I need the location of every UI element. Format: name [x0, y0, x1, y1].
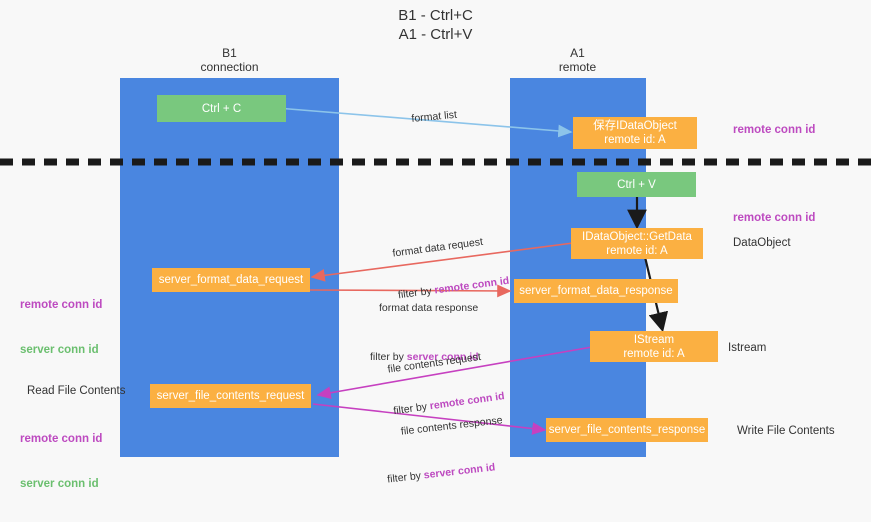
diagram-title-line1: B1 - Ctrl+C	[398, 7, 473, 24]
edge-label-format-data-response-line1: format data response	[379, 302, 479, 314]
lane-header-b1-line1: B1	[222, 46, 237, 60]
left-note-server-conn-id: server conn id	[20, 344, 99, 356]
node-ctrl-v-label: Ctrl + V	[617, 178, 656, 191]
left-note-conn-ids: remote conn id server conn id	[20, 268, 102, 388]
edge-label-file-contents-request-line1: file contents request	[386, 350, 482, 376]
edge-label-file-contents-response: file contents response filter by server …	[387, 385, 512, 512]
diagram-title-line2: A1 - Ctrl+V	[398, 26, 473, 43]
node-istream-label: IStream remote id: A	[623, 333, 685, 360]
node-ctrl-v[interactable]: Ctrl + V	[577, 172, 696, 197]
note-istream: Istream	[728, 342, 767, 354]
arrow-file-contents-request	[316, 346, 593, 400]
edge-label-format-data-request-line1: format data request	[391, 235, 484, 260]
node-ctrl-c-label: Ctrl + C	[201, 102, 242, 115]
arrow-format-data-request	[310, 242, 574, 282]
left-note-remote-conn-id: remote conn id	[20, 299, 103, 311]
left-note-read-file-contents: Read File Contents	[27, 385, 126, 397]
filter-by-text: filter by	[386, 469, 425, 486]
diagram-title: B1 - Ctrl+C A1 - Ctrl+V	[0, 6, 871, 44]
edge-label-file-contents-response-line2: filter by server conn id	[386, 459, 508, 487]
lane-header-a1-line1: A1	[570, 46, 585, 60]
node-server-file-contents-request-label: server_file_contents_request	[156, 390, 305, 402]
arrow-file-contents-response	[312, 403, 547, 435]
edge-label-format-data-response-line2: filter by server conn id	[370, 350, 479, 364]
node-idataobject-getdata[interactable]: IDataObject::GetData remote id: A	[571, 228, 703, 259]
left-note-server-conn-id-bottom: server conn id	[20, 478, 99, 490]
node-idataobject-label: 保存IDataObject remote id: A	[593, 120, 677, 146]
lane-header-a1-line2: remote	[558, 60, 597, 74]
edge-label-format-data-response: format data response filter by server co…	[370, 273, 479, 392]
arrow-format-data-response	[309, 284, 512, 298]
node-ctrl-c[interactable]: Ctrl + C	[157, 95, 286, 122]
left-note-conn-ids-bottom: remote conn id server conn id	[20, 402, 102, 522]
node-idataobject[interactable]: 保存IDataObject remote id: A	[573, 117, 697, 149]
diagram-canvas: B1 - Ctrl+C A1 - Ctrl+V B1 connection A1…	[0, 6, 871, 490]
highlight-server-conn-id: server conn id	[423, 461, 496, 482]
lane-header-b1: B1 connection	[120, 46, 339, 74]
node-server-format-data-request-label: server_format_data_request	[158, 274, 304, 286]
edge-label-file-contents-response-line1: file contents response	[400, 414, 504, 438]
edge-label-format-list: format list	[398, 94, 459, 141]
arrow-format-list	[276, 107, 573, 138]
edge-label-format-list-line1: format list	[410, 108, 458, 125]
filter-by-text: filter by	[370, 351, 407, 363]
node-istream[interactable]: IStream remote id: A	[590, 331, 718, 362]
node-server-file-contents-response-label: server_file_contents_response	[548, 424, 706, 436]
node-idataobject-getdata-label: IDataObject::GetData remote id: A	[582, 230, 692, 257]
lane-header-a1: A1 remote	[510, 46, 645, 74]
note-remote-conn-id-top: remote conn id	[733, 124, 816, 136]
node-server-format-data-request[interactable]: server_format_data_request	[152, 268, 310, 292]
node-server-format-data-response-label: server_format_data_response	[519, 285, 673, 297]
note-dataobject: DataObject	[733, 237, 791, 249]
note-write-file-contents: Write File Contents	[737, 425, 835, 437]
lane-header-b1-line2: connection	[200, 60, 259, 74]
left-note-remote-conn-id-bottom: remote conn id	[20, 433, 103, 445]
node-server-file-contents-request[interactable]: server_file_contents_request	[150, 384, 311, 408]
node-server-format-data-response[interactable]: server_format_data_response	[514, 279, 678, 303]
node-server-file-contents-response[interactable]: server_file_contents_response	[546, 418, 708, 442]
highlight-server-conn-id: server conn id	[406, 351, 479, 363]
note-remote-conn-id-mid: remote conn id	[733, 212, 816, 224]
